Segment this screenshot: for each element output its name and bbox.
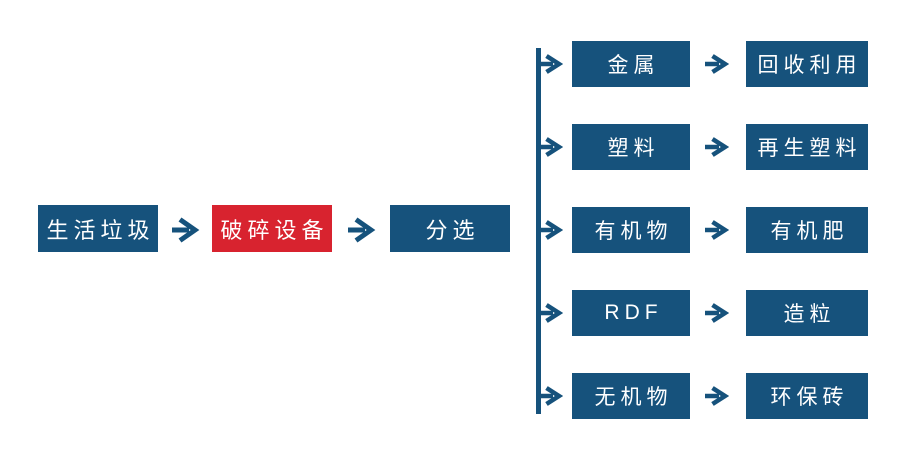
node-metal: 金属 <box>572 41 690 87</box>
node-eco-brick: 环保砖 <box>746 373 868 419</box>
node-organic-matter: 有机物 <box>572 207 690 253</box>
node-sorting: 分选 <box>390 205 510 252</box>
arrow-right-icon <box>539 54 563 74</box>
arrow-right-icon <box>705 54 729 74</box>
arrow-right-icon <box>539 303 563 323</box>
arrow-right-icon <box>172 217 200 243</box>
node-household-waste: 生活垃圾 <box>38 205 158 252</box>
arrow-right-icon <box>705 220 729 240</box>
node-granulation: 造粒 <box>746 290 868 336</box>
node-organic-fertilizer: 有机肥 <box>746 207 868 253</box>
node-recycling: 回收利用 <box>746 41 868 87</box>
arrow-right-icon <box>705 303 729 323</box>
arrow-right-icon <box>705 386 729 406</box>
node-crushing-equipment: 破碎设备 <box>212 205 332 252</box>
arrow-right-icon <box>539 137 563 157</box>
arrow-right-icon <box>348 217 376 243</box>
arrow-right-icon <box>705 137 729 157</box>
node-inorganic-matter: 无机物 <box>572 373 690 419</box>
node-recycled-plastic: 再生塑料 <box>746 124 868 170</box>
arrow-right-icon <box>539 386 563 406</box>
node-rdf: RDF <box>572 290 690 336</box>
branch-connector-line <box>536 48 541 414</box>
node-plastic: 塑料 <box>572 124 690 170</box>
arrow-right-icon <box>539 220 563 240</box>
